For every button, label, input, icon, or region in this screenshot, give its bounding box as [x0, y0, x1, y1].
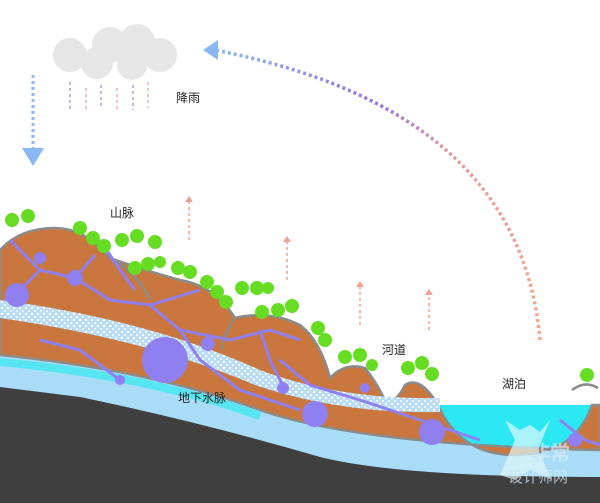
- label-river: 河道: [382, 343, 407, 357]
- label-groundwater: 地下水脉: [178, 391, 227, 405]
- rain-arrowhead-icon: [22, 148, 44, 166]
- svg-text:非常: 非常: [530, 441, 570, 465]
- trees: [5, 209, 594, 382]
- vein-nodes: [5, 252, 582, 447]
- rain-drops: [69, 82, 149, 112]
- watermark-logo: 非常 设计师网: [500, 420, 570, 486]
- label-rain: 降雨: [176, 91, 201, 105]
- evaporation-cycle-arc: [214, 48, 542, 341]
- bedrock-layer: [0, 385, 600, 503]
- label-mountain: 山脉: [110, 206, 135, 220]
- aquifer-band: [0, 300, 440, 413]
- svg-text:设计师网: 设计师网: [508, 468, 568, 486]
- arc-arrowhead-icon: [203, 40, 218, 60]
- label-lake: 湖泊: [502, 377, 527, 391]
- evaporation-arrows: [188, 200, 430, 330]
- cloud-icon: [53, 24, 177, 80]
